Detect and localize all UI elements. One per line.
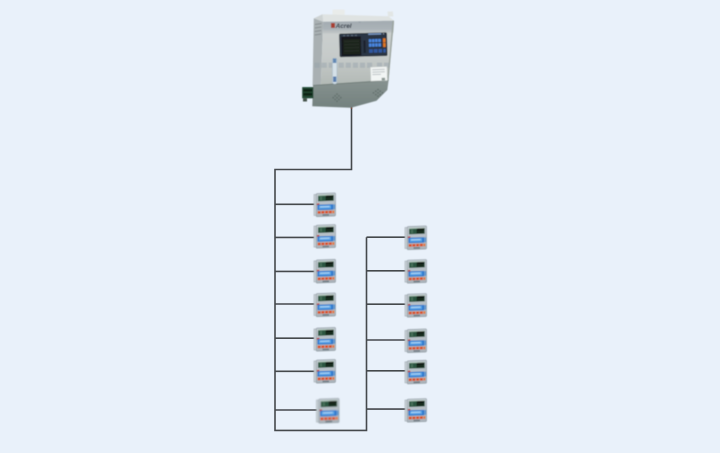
svg-text:Acrel: Acrel <box>335 23 352 30</box>
